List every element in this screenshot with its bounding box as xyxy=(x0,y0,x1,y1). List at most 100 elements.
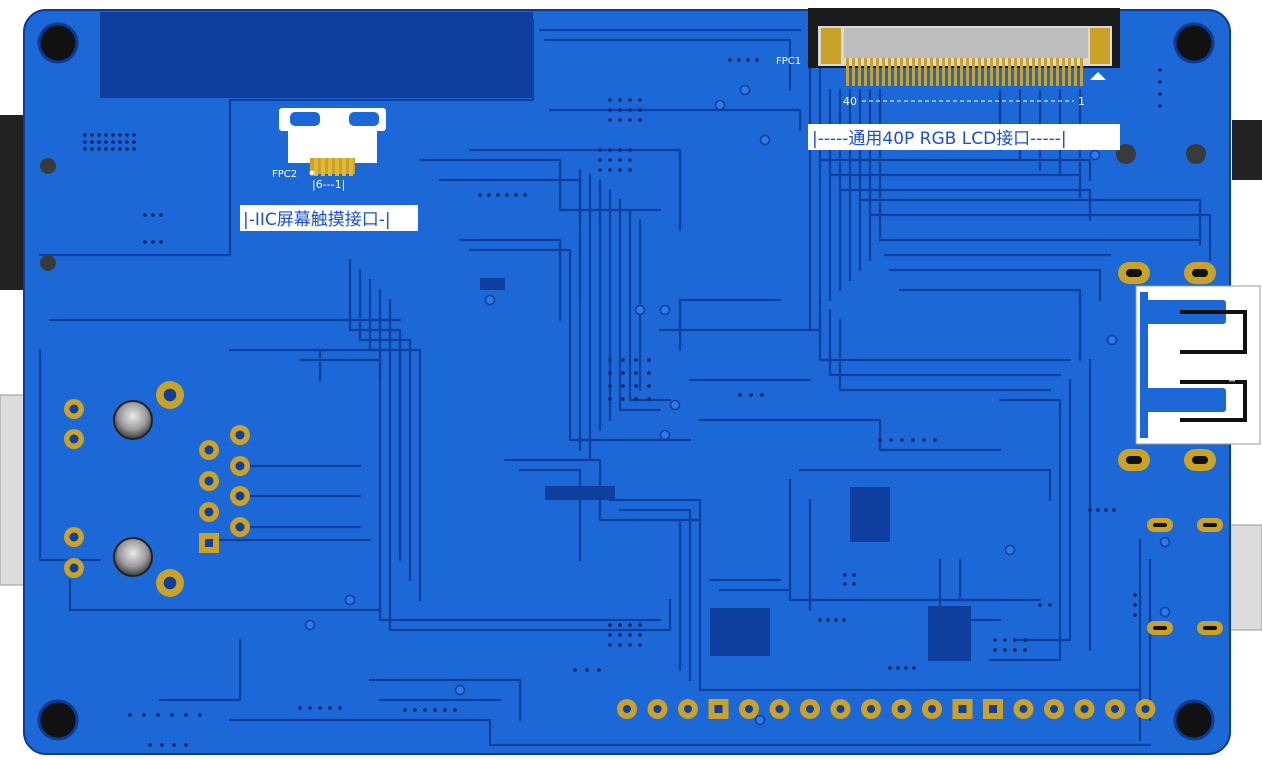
via xyxy=(618,148,622,152)
via xyxy=(111,140,115,144)
via xyxy=(151,213,155,217)
fpc1-pin xyxy=(864,58,867,86)
trace xyxy=(38,18,535,257)
via xyxy=(826,618,830,622)
trace xyxy=(228,718,1152,747)
via xyxy=(160,743,164,747)
trace xyxy=(868,213,1212,262)
via xyxy=(896,666,900,670)
via xyxy=(478,193,482,197)
via xyxy=(1158,92,1162,96)
via xyxy=(132,140,136,144)
via xyxy=(728,58,732,62)
via-large xyxy=(1159,606,1171,618)
trace xyxy=(618,508,692,682)
copper-pour-top xyxy=(100,12,533,98)
trace xyxy=(788,478,1002,602)
fpc2-pin xyxy=(349,158,353,176)
via xyxy=(634,371,638,375)
via xyxy=(638,108,642,112)
trace xyxy=(838,188,1092,222)
via xyxy=(621,358,625,362)
via xyxy=(159,240,163,244)
via-large xyxy=(659,429,671,441)
trace xyxy=(858,198,1202,247)
via xyxy=(608,397,612,401)
via xyxy=(1104,508,1108,512)
fpc2-connector xyxy=(279,108,386,176)
via xyxy=(618,98,622,102)
trace xyxy=(1013,378,1072,642)
fpc1-pin xyxy=(870,58,873,86)
via xyxy=(843,582,847,586)
via xyxy=(933,438,937,442)
iic-touch-label: |-IIC屏幕触摸接口-| xyxy=(243,210,391,230)
via xyxy=(148,743,152,747)
via xyxy=(585,668,589,672)
fpc1-pin xyxy=(978,58,981,86)
via xyxy=(843,573,847,577)
via xyxy=(132,147,136,151)
via xyxy=(755,58,759,62)
right-top-connector xyxy=(1232,120,1262,180)
trace xyxy=(298,358,382,382)
mounting-holes xyxy=(37,22,1215,741)
fpc1-pin xyxy=(882,58,885,86)
fpc1-pin xyxy=(1038,58,1041,86)
via xyxy=(598,148,602,152)
trace xyxy=(988,398,1062,662)
fpc1-pin xyxy=(906,58,909,86)
via xyxy=(911,438,915,442)
via xyxy=(90,147,94,151)
via xyxy=(308,706,312,710)
fpc2-pin xyxy=(321,158,325,176)
via xyxy=(618,158,622,162)
via xyxy=(912,666,916,670)
fpc1-pin xyxy=(960,58,963,86)
right-bottom-connector xyxy=(1227,524,1262,631)
trace xyxy=(518,468,582,562)
via xyxy=(111,147,115,151)
fpc1-pin xyxy=(888,58,891,86)
via xyxy=(125,147,129,151)
via xyxy=(143,240,147,244)
via xyxy=(738,393,742,397)
via xyxy=(170,713,174,717)
via xyxy=(852,582,856,586)
trace xyxy=(68,578,382,612)
fpc1-pin xyxy=(1080,58,1083,86)
via xyxy=(634,397,638,401)
via xyxy=(737,58,741,62)
via xyxy=(834,618,838,622)
trace xyxy=(938,558,1002,622)
via-large xyxy=(1004,544,1016,556)
via xyxy=(621,371,625,375)
via xyxy=(338,706,342,710)
fpc1-pin xyxy=(1056,58,1059,86)
trace xyxy=(548,108,802,132)
via xyxy=(628,158,632,162)
via xyxy=(628,98,632,102)
cap-bottom xyxy=(113,537,153,577)
via xyxy=(618,643,622,647)
via xyxy=(1112,508,1116,512)
via xyxy=(413,708,417,712)
via xyxy=(746,58,750,62)
via-large xyxy=(669,399,681,411)
via xyxy=(523,193,527,197)
fpc1-connector xyxy=(808,8,1120,86)
fpc1-pin xyxy=(1020,58,1023,86)
via xyxy=(125,140,129,144)
usb-pads xyxy=(1118,262,1223,635)
trace xyxy=(608,498,1142,692)
trace xyxy=(348,258,402,562)
via xyxy=(111,133,115,137)
via xyxy=(1013,648,1017,652)
via xyxy=(628,633,632,637)
via xyxy=(638,623,642,627)
via xyxy=(608,148,612,152)
via xyxy=(749,393,753,397)
fpc2-ref: FPC2 xyxy=(272,169,297,180)
via xyxy=(628,108,632,112)
